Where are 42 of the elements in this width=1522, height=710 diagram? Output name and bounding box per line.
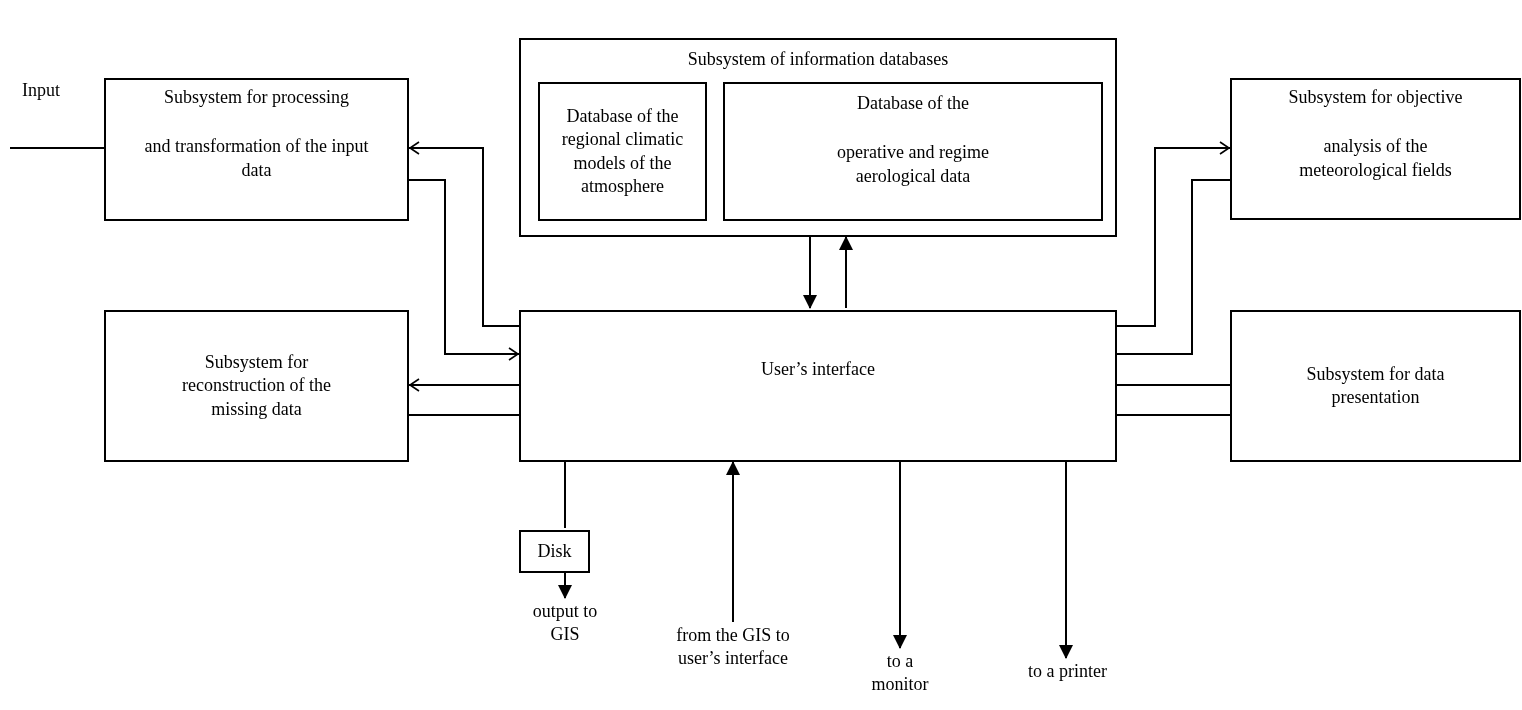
connector-line — [1116, 384, 1231, 386]
arrow — [408, 378, 520, 392]
process-box — [519, 530, 590, 573]
arrow — [726, 461, 740, 623]
arrow — [893, 461, 907, 649]
arrow — [1059, 461, 1073, 659]
connector-line — [9, 147, 105, 149]
process-box — [1230, 78, 1521, 220]
box-text: and transformation of the input data — [143, 135, 370, 182]
process-box — [519, 310, 1117, 462]
flow-label: from the GIS to user’s interface — [675, 624, 791, 671]
connector-line — [1116, 179, 1231, 355]
arrow — [839, 236, 853, 309]
arrow — [558, 572, 572, 599]
process-box — [723, 82, 1103, 221]
arrow — [408, 141, 520, 327]
process-box — [1230, 310, 1521, 462]
connector-line — [408, 414, 520, 416]
process-box — [104, 310, 409, 462]
connector-line — [564, 461, 566, 529]
box-label: User’s interface — [760, 358, 876, 381]
box-label: Subsystem for objective — [1288, 86, 1463, 109]
flow-label: output to GIS — [531, 600, 599, 647]
box-label: Disk — [537, 539, 572, 563]
box-label: Subsystem of information databases — [687, 48, 949, 71]
arrow — [1116, 141, 1231, 327]
box-text: operative and regime aerological data — [836, 141, 990, 188]
box-label: Subsystem for data presentation — [1305, 362, 1446, 409]
box-label: Subsystem for reconstruction of the missing data — [181, 350, 332, 421]
flow-label: to a monitor — [870, 650, 930, 697]
box-text: analysis of the meteorological fields — [1298, 135, 1453, 182]
box-label: Subsystem for processing — [164, 86, 349, 109]
process-box — [104, 78, 409, 221]
process-box — [519, 38, 1117, 237]
connector-line — [1116, 414, 1231, 416]
arrow — [803, 236, 817, 309]
flow-label: to a printer — [1028, 660, 1107, 683]
arrow — [408, 179, 520, 361]
box-label: Database of the — [856, 92, 970, 115]
process-box — [538, 82, 707, 221]
box-label: Database of the regional climatic models of the atmosphere — [560, 104, 685, 198]
input-label: Input — [22, 80, 60, 101]
